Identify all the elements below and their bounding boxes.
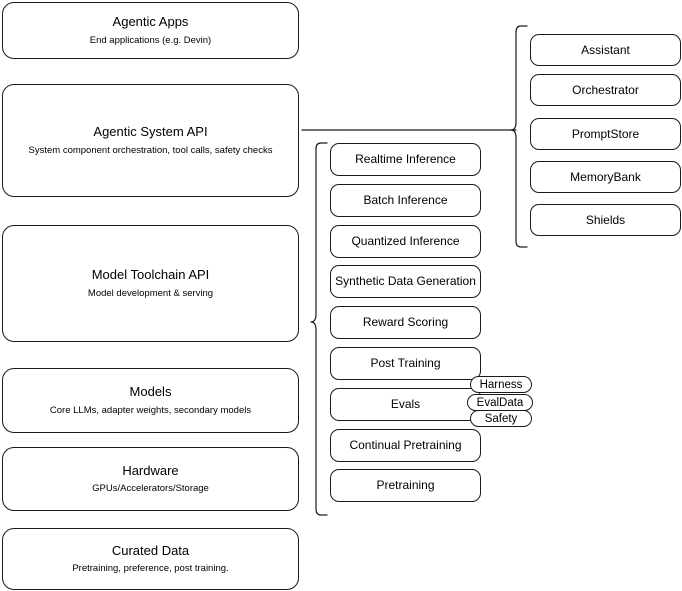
capability-label: Continual Pretraining — [349, 438, 462, 452]
layer-hardware[interactable]: Hardware GPUs/Accelerators/Storage — [2, 447, 299, 511]
layer-title: Models — [129, 384, 172, 400]
component-orchestrator[interactable]: Orchestrator — [530, 74, 681, 106]
capability-label: Batch Inference — [363, 193, 448, 207]
layer-subtitle: Core LLMs, adapter weights, secondary mo… — [49, 404, 252, 416]
capability-label: Post Training — [370, 356, 441, 370]
component-shields[interactable]: Shields — [530, 204, 681, 236]
layer-subtitle: System component orchestration, tool cal… — [28, 144, 273, 156]
layer-subtitle: End applications (e.g. Devin) — [89, 34, 212, 46]
capability-synthetic-data-generation[interactable]: Synthetic Data Generation — [330, 265, 481, 298]
component-label: Assistant — [581, 42, 630, 57]
component-memorybank[interactable]: MemoryBank — [530, 161, 681, 193]
capability-realtime-inference[interactable]: Realtime Inference — [330, 143, 481, 176]
layer-agentic-apps[interactable]: Agentic Apps End applications (e.g. Devi… — [2, 2, 299, 59]
brace-system-components — [510, 25, 528, 248]
capability-quantized-inference[interactable]: Quantized Inference — [330, 225, 481, 258]
layer-model-toolchain-api[interactable]: Model Toolchain API Model development & … — [2, 225, 299, 342]
layer-title: Curated Data — [111, 542, 190, 558]
eval-pill-label: Harness — [479, 378, 523, 391]
capability-batch-inference[interactable]: Batch Inference — [330, 184, 481, 217]
capability-label: Synthetic Data Generation — [335, 274, 476, 288]
layer-subtitle: Pretraining, preference, post training. — [72, 563, 229, 575]
capability-evals[interactable]: Evals — [330, 388, 481, 421]
capability-post-training[interactable]: Post Training — [330, 347, 481, 380]
eval-pill-label: EvalData — [476, 396, 524, 409]
eval-pill-evaldata[interactable]: EvalData — [467, 394, 533, 411]
layer-title: Agentic Apps — [112, 14, 189, 30]
component-label: MemoryBank — [570, 169, 641, 184]
layer-title: Hardware — [122, 462, 179, 478]
component-assistant[interactable]: Assistant — [530, 34, 681, 66]
capability-label: Pretraining — [376, 478, 435, 492]
capability-pretraining[interactable]: Pretraining — [330, 469, 481, 502]
capability-reward-scoring[interactable]: Reward Scoring — [330, 306, 481, 339]
layer-title: Agentic System API — [93, 124, 208, 140]
layer-models[interactable]: Models Core LLMs, adapter weights, secon… — [2, 368, 299, 433]
layer-title: Model Toolchain API — [91, 267, 210, 283]
capability-label: Evals — [390, 397, 421, 411]
layer-agentic-system-api[interactable]: Agentic System API System component orch… — [2, 84, 299, 197]
component-label: Orchestrator — [572, 82, 639, 97]
capability-continual-pretraining[interactable]: Continual Pretraining — [330, 429, 481, 462]
eval-pill-harness[interactable]: Harness — [470, 376, 532, 393]
capability-label: Reward Scoring — [362, 315, 449, 329]
eval-pill-label: Safety — [484, 412, 518, 425]
component-promptstore[interactable]: PromptStore — [530, 118, 681, 150]
component-label: Shields — [585, 212, 626, 227]
capability-label: Quantized Inference — [351, 234, 460, 248]
layer-curated-data[interactable]: Curated Data Pretraining, preference, po… — [2, 528, 299, 590]
brace-toolchain-capabilities — [310, 142, 328, 516]
layer-subtitle: Model development & serving — [87, 287, 214, 299]
layer-subtitle: GPUs/Accelerators/Storage — [92, 483, 209, 495]
capability-label: Realtime Inference — [355, 152, 456, 166]
component-label: PromptStore — [571, 126, 640, 141]
eval-pill-safety[interactable]: Safety — [470, 410, 532, 427]
